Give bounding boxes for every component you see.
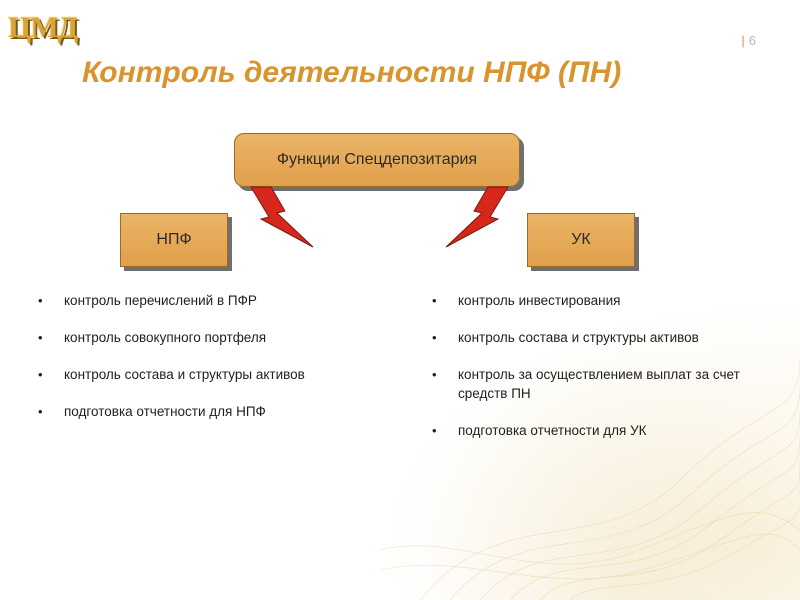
list-item-text: контроль состава и структуры активов — [64, 367, 305, 382]
list-item: • подготовка отчетности для НПФ — [38, 402, 378, 421]
arrow-to-uk-icon — [445, 186, 509, 248]
arrow-to-npf-icon — [250, 186, 314, 248]
list-item: • контроль состава и структуры активов — [432, 328, 772, 347]
page-separator: | — [741, 33, 745, 48]
uk-box: УК — [527, 213, 635, 267]
list-item-text: контроль инвестирования — [458, 293, 621, 308]
list-item: • подготовка отчетности для УК — [432, 421, 772, 440]
uk-label: УК — [571, 231, 591, 248]
company-logo: ЦМД — [8, 8, 80, 48]
slide-title: Контроль деятельности НПФ (ПН) — [82, 56, 622, 89]
npf-box: НПФ — [120, 213, 228, 267]
list-item-text: контроль состава и структуры активов — [458, 330, 699, 345]
list-item: • контроль совокупного портфеля — [38, 328, 378, 347]
decorative-background — [380, 300, 800, 600]
bullet: • — [432, 367, 437, 382]
bullet: • — [432, 293, 437, 308]
bullet: • — [38, 367, 43, 382]
npf-control-list: • контроль перечислений в ПФР • контроль с… — [38, 291, 378, 439]
list-item-text: контроль перечислений в ПФР — [64, 293, 257, 308]
page-number: |6 — [741, 33, 756, 48]
list-item-text: подготовка отчетности для УК — [458, 423, 647, 438]
bullet: • — [432, 330, 437, 345]
page-number-value: 6 — [748, 33, 756, 48]
list-item: • контроль инвестирования — [432, 291, 772, 310]
list-item-text: подготовка отчетности для НПФ — [64, 404, 266, 419]
list-item: • контроль состава и структуры активов — [38, 365, 378, 384]
bullet: • — [38, 330, 43, 345]
list-item: • контроль перечислений в ПФР — [38, 291, 378, 310]
bullet: • — [38, 293, 43, 308]
custodian-functions-box: Функции Спецдепозитария — [234, 133, 520, 187]
uk-control-list: • контроль инвестирования • контроль соста… — [432, 291, 772, 458]
list-item: • контроль за осуществлением выплат за сч… — [432, 365, 772, 403]
npf-label: НПФ — [156, 231, 192, 248]
guilloche-pattern — [380, 359, 800, 600]
list-item-text: контроль совокупного портфеля — [64, 330, 267, 345]
bullet: • — [432, 423, 437, 438]
bullet: • — [38, 404, 43, 419]
list-item-text: контроль за осуществлением выплат за сче… — [458, 367, 740, 401]
custodian-functions-label: Функции Спецдепозитария — [276, 151, 478, 168]
logo-text: ЦМД — [8, 11, 78, 44]
